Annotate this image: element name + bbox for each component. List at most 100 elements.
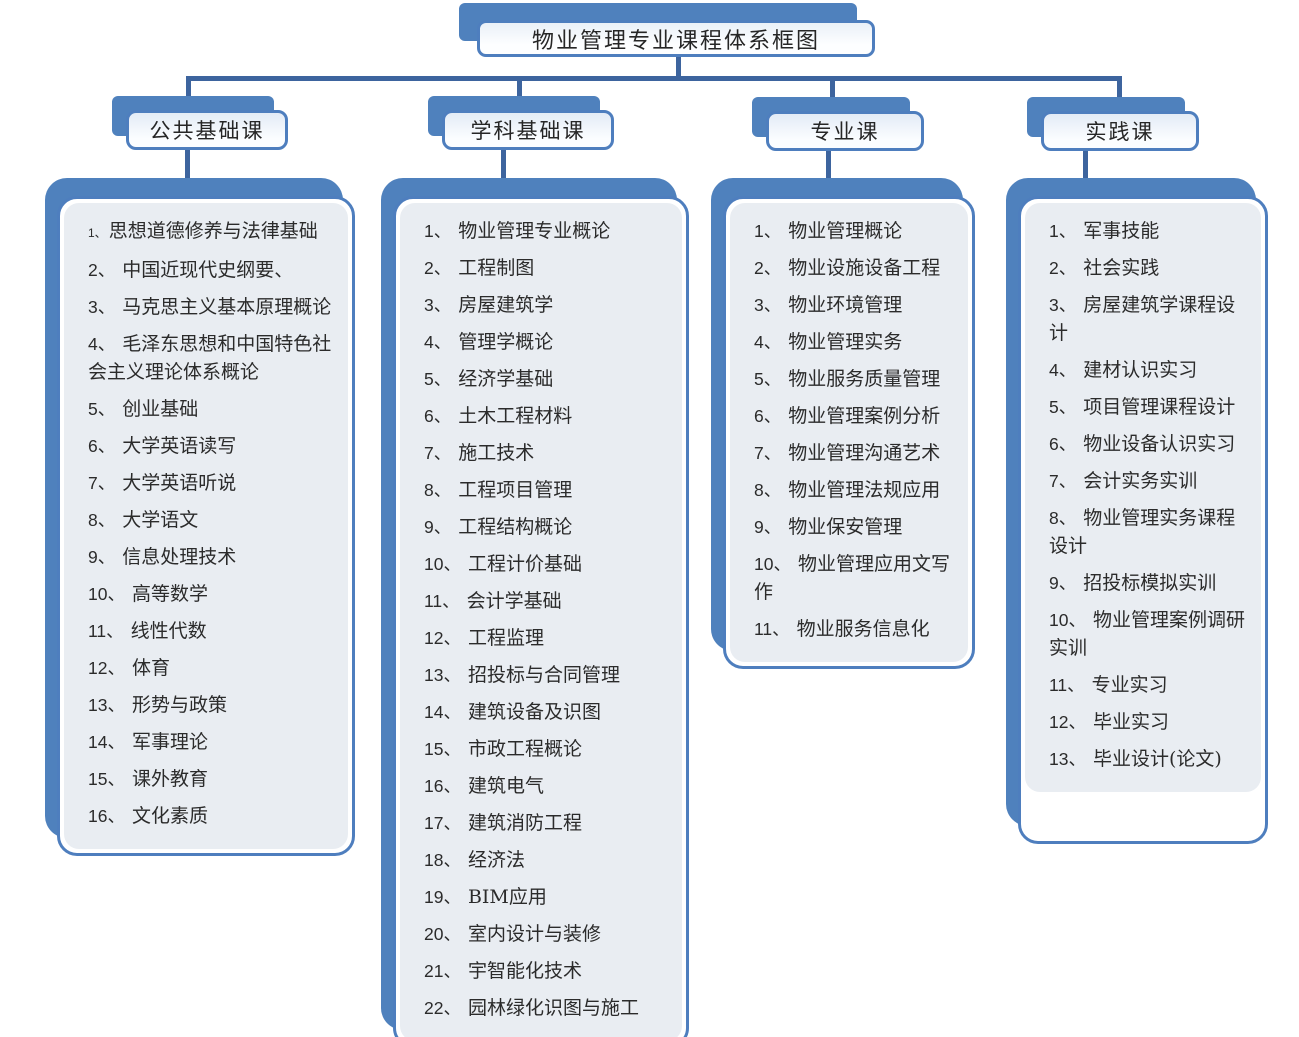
- course-title: 房屋建筑学: [458, 294, 554, 316]
- course-title: 建筑设备及识图: [467, 701, 601, 723]
- diagram-title-box: 物业管理专业课程体系框图: [459, 3, 875, 57]
- course-number: 13、: [88, 695, 125, 715]
- course-number: 13、: [424, 665, 461, 685]
- course-item: 5、项目管理课程设计: [1049, 393, 1245, 421]
- course-number: 6、: [88, 436, 116, 456]
- course-title: 园林绿化识图与施工: [467, 997, 639, 1019]
- header-label: 专业课: [766, 111, 924, 151]
- course-number: 9、: [1049, 573, 1077, 593]
- course-item: 6、物业管理案例分析: [754, 402, 962, 430]
- course-title: 大学英语听说: [122, 472, 237, 494]
- course-item: 6、大学英语读写: [88, 432, 342, 460]
- course-number: 15、: [88, 769, 125, 789]
- course-title: 宇智能化技术: [467, 960, 582, 982]
- course-item: 14、军事理论: [88, 728, 342, 756]
- course-title: 信息处理技术: [122, 546, 237, 568]
- connector-header-to-list-2: [501, 146, 506, 180]
- course-item: 16、建筑电气: [424, 772, 676, 800]
- course-item: 11、专业实习: [1049, 671, 1245, 699]
- connector-branch-3: [830, 76, 835, 99]
- course-item: 13、毕业设计(论文): [1049, 745, 1245, 773]
- course-item: 5、物业服务质量管理: [754, 365, 962, 393]
- course-title: 高等数学: [131, 583, 208, 605]
- course-item: 5、经济学基础: [424, 365, 676, 393]
- course-number: 2、: [88, 260, 116, 280]
- course-number: 3、: [88, 297, 116, 317]
- course-number: 4、: [88, 334, 116, 354]
- course-item: 17、建筑消防工程: [424, 809, 676, 837]
- course-item: 1、思想道德修养与法律基础: [88, 217, 342, 247]
- connector-branch-2: [517, 76, 522, 99]
- course-item: 6、土木工程材料: [424, 402, 676, 430]
- course-item: 13、形势与政策: [88, 691, 342, 719]
- course-item: 6、物业设备认识实习: [1049, 430, 1245, 458]
- course-item: 16、文化素质: [88, 802, 342, 830]
- course-number: 9、: [88, 547, 116, 567]
- header-label: 学科基础课: [442, 110, 614, 150]
- course-title: 经济学基础: [458, 368, 554, 390]
- course-number: 10、: [88, 584, 125, 604]
- course-number: 4、: [424, 332, 452, 352]
- course-item: 11、物业服务信息化: [754, 615, 962, 643]
- course-item: 12、毕业实习: [1049, 708, 1245, 736]
- course-number: 11、: [754, 619, 790, 639]
- course-item: 7、会计实务实训: [1049, 467, 1245, 495]
- course-number: 17、: [424, 813, 461, 833]
- course-item: 4、物业管理实务: [754, 328, 962, 356]
- course-title: 工程制图: [458, 257, 535, 279]
- course-item: 11、线性代数: [88, 617, 342, 645]
- course-title: 马克思主义基本原理概论: [122, 296, 332, 318]
- course-number: 12、: [424, 628, 461, 648]
- course-number: 8、: [424, 480, 452, 500]
- course-number: 9、: [424, 517, 452, 537]
- course-item: 2、中国近现代史纲要、: [88, 256, 342, 284]
- course-number: 10、: [754, 554, 791, 574]
- course-item: 21、宇智能化技术: [424, 957, 676, 985]
- course-item: 7、大学英语听说: [88, 469, 342, 497]
- course-title: 建筑消防工程: [467, 812, 582, 834]
- course-title: 工程项目管理: [458, 479, 573, 501]
- course-number: 5、: [424, 369, 452, 389]
- course-title: 大学英语读写: [122, 435, 237, 457]
- course-item: 14、建筑设备及识图: [424, 698, 676, 726]
- course-number: 3、: [424, 295, 452, 315]
- course-item: 8、物业管理实务课程设计: [1049, 504, 1245, 560]
- course-number: 16、: [88, 806, 125, 826]
- course-number: 21、: [424, 961, 461, 981]
- course-number: 22、: [424, 998, 461, 1018]
- course-number: 7、: [754, 443, 782, 463]
- course-number: 8、: [754, 480, 782, 500]
- course-number: 11、: [424, 591, 460, 611]
- course-item: 3、物业环境管理: [754, 291, 962, 319]
- course-item: 15、市政工程概论: [424, 735, 676, 763]
- course-title: 物业管理实务: [788, 331, 903, 353]
- course-number: 5、: [88, 399, 116, 419]
- course-title: 物业保安管理: [788, 516, 903, 538]
- course-item: 5、创业基础: [88, 395, 342, 423]
- connector-branch-1: [186, 76, 191, 99]
- course-title: 会计实务实训: [1083, 470, 1198, 492]
- course-number: 6、: [1049, 434, 1077, 454]
- connector-branch-4: [1117, 76, 1122, 99]
- course-item: 1、物业管理专业概论: [424, 217, 676, 245]
- course-number: 8、: [88, 510, 116, 530]
- course-number: 5、: [1049, 397, 1077, 417]
- course-number: 6、: [424, 406, 452, 426]
- header-label: 实践课: [1041, 111, 1199, 151]
- course-number: 1、: [1049, 221, 1077, 241]
- course-item: 9、招投标模拟实训: [1049, 569, 1245, 597]
- course-title: 毕业设计(论文): [1092, 748, 1222, 770]
- course-number: 1、: [424, 221, 452, 241]
- course-item: 8、大学语文: [88, 506, 342, 534]
- course-title: 物业管理应用文写作: [754, 553, 950, 603]
- course-number: 4、: [754, 332, 782, 352]
- course-number: 7、: [424, 443, 452, 463]
- course-item: 11、会计学基础: [424, 587, 676, 615]
- course-item: 18、经济法: [424, 846, 676, 874]
